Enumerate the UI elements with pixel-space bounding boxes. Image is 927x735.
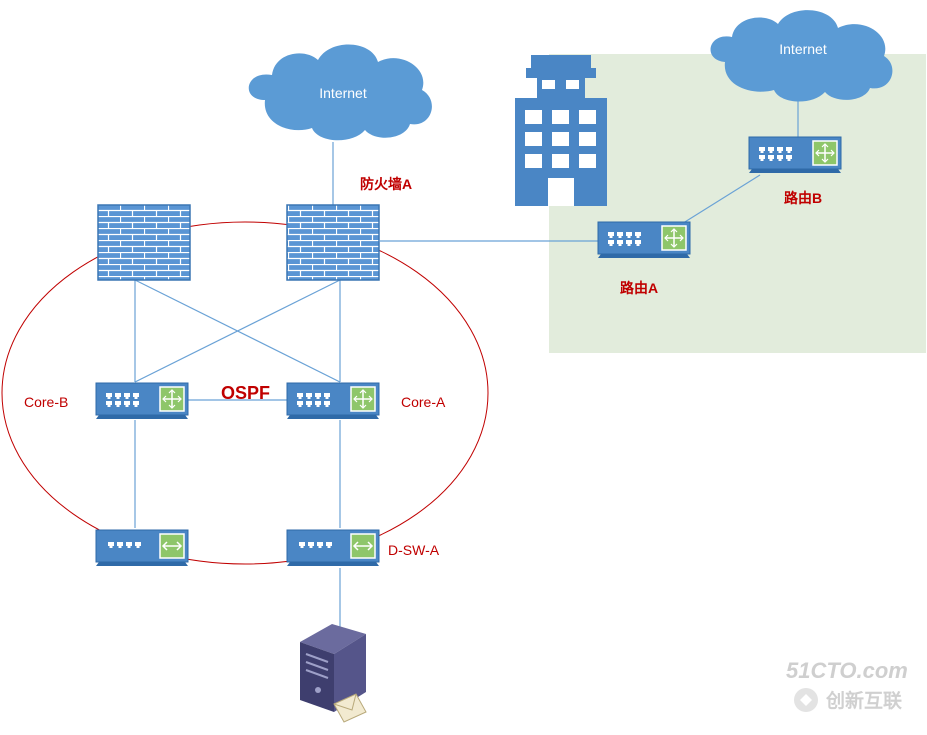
d-sw-a-label: D-SW-A [388, 542, 440, 558]
building-icon [515, 55, 607, 206]
server-icon [300, 624, 367, 723]
internet-label-right: Internet [779, 41, 827, 57]
firewall-a-label: 防火墙A [360, 176, 412, 192]
d-sw-b-switch-icon [96, 530, 188, 566]
links [134, 95, 799, 630]
firewall-a-icon [286, 204, 380, 281]
ospf-label: OSPF [221, 383, 270, 403]
core-a-label: Core-A [401, 394, 446, 410]
ospf-ring [1, 221, 489, 565]
router-a-icon [598, 222, 690, 258]
core-b-label: Core-B [24, 394, 68, 410]
internet-cloud-right: Internet [710, 10, 893, 102]
router-b-label: 路由B [784, 190, 822, 206]
firewall-b-icon [97, 204, 191, 281]
internet-cloud-left: Internet [248, 44, 432, 141]
branch-office-zone [549, 54, 926, 353]
d-sw-a-switch-icon [287, 530, 379, 566]
core-b-switch-icon [96, 383, 188, 419]
watermark-logo-icon [794, 688, 818, 712]
watermark-brand: 创新互联 [825, 689, 902, 712]
core-a-switch-icon [287, 383, 379, 419]
watermark-site: 51CTO.com [786, 658, 908, 683]
internet-label-left: Internet [319, 85, 367, 101]
router-b-icon [749, 137, 841, 173]
router-a-label: 路由A [620, 280, 658, 296]
